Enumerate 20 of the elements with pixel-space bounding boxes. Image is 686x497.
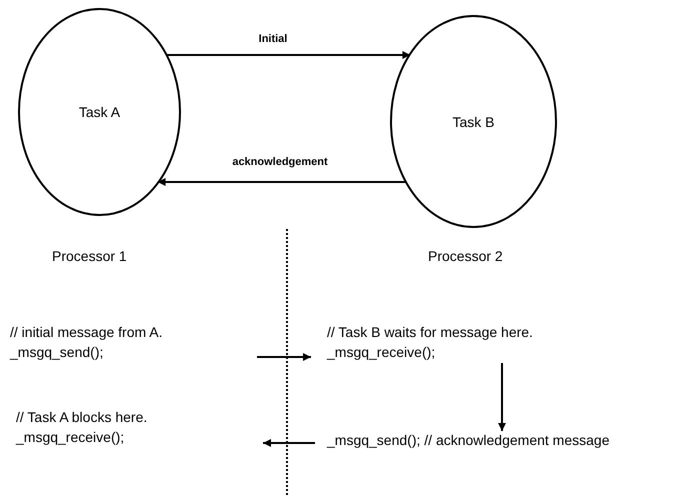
- edge-label: Initial: [256, 33, 290, 45]
- task-ellipse: [18, 8, 181, 216]
- code-comment: // initial message from A.: [10, 323, 164, 342]
- arrow: [498, 363, 506, 431]
- code-line: _msgq_send();: [10, 343, 104, 362]
- task-name: Task A: [78, 103, 120, 122]
- code-line: _msgq_send(); // acknowledgement message: [327, 431, 610, 450]
- code-comment: // Task A blocks here.: [16, 408, 148, 427]
- arrow: [166, 51, 410, 59]
- processor-label: Processor 1: [52, 248, 127, 264]
- processor-label: Processor 2: [428, 248, 503, 264]
- task-name: Task B: [452, 112, 494, 132]
- arrow: [263, 439, 315, 447]
- task-ellipse: [390, 15, 557, 228]
- code-line: _msgq_receive();: [327, 343, 436, 362]
- edge-label: acknowledgement: [230, 156, 330, 168]
- arrow: [158, 178, 407, 186]
- code-line: _msgq_receive();: [16, 428, 126, 447]
- code-comment: // Task B waits for message here.: [327, 323, 534, 342]
- arrow: [257, 353, 311, 361]
